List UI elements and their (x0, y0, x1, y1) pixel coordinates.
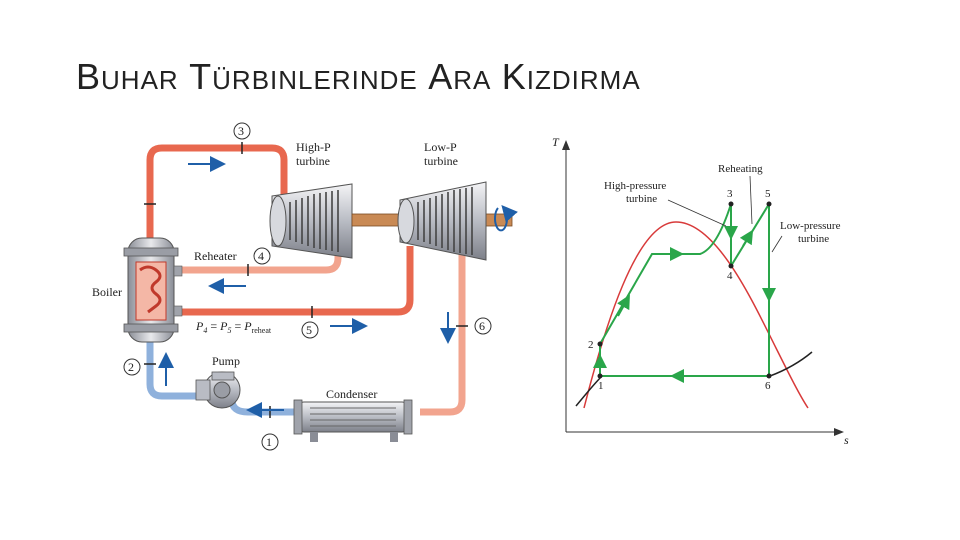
state-2-label: 2 (128, 360, 134, 374)
low-p-turbine-label: Low-P turbine (424, 140, 459, 168)
hp-turbine-annotation: High-pressure turbine (604, 180, 669, 205)
ts-state-5: 5 (765, 188, 771, 200)
ts-diagram: T s (552, 135, 849, 447)
ts-state-1: 1 (598, 380, 604, 392)
pressure-equation: P4 = P5 = Preheat (195, 319, 272, 335)
reheated-pipe-5 (178, 246, 414, 316)
boiler (123, 237, 183, 343)
schematic: 3 4 5 6 2 1 High-P turbine Low-P turbine… (92, 122, 518, 451)
isobar-high (769, 351, 813, 377)
condenser-label: Condenser (326, 387, 377, 401)
state-6-label: 6 (479, 319, 485, 333)
feedwater-pipe-2 (146, 342, 200, 400)
ts-state-2: 2 (588, 339, 594, 351)
cycle-path (599, 203, 770, 377)
steam-pipe-3 (146, 144, 288, 238)
state-4-label: 4 (258, 249, 264, 263)
boiler-label: Boiler (92, 285, 122, 299)
page-title: BUHAR TÜRBINLERINDE ARA KIZDIRMA (76, 56, 641, 97)
lp-turbine-annotation: Low-pressure turbine (780, 220, 843, 245)
pump-label: Pump (212, 354, 240, 368)
rotation-arrow-icon (494, 204, 518, 232)
high-p-turbine-label: High-P turbine (296, 140, 333, 168)
exhaust-pipe-6 (420, 246, 466, 416)
ts-state-4: 4 (727, 270, 733, 282)
pump (195, 371, 241, 409)
ts-state-6: 6 (765, 380, 771, 392)
reheater-label: Reheater (194, 249, 237, 263)
high-p-turbine (269, 183, 353, 259)
reheating-annotation: Reheating (718, 163, 763, 175)
t-axis-label: T (552, 135, 560, 149)
low-p-turbine (397, 181, 487, 261)
s-axis-label: s (844, 433, 849, 447)
state-3-label: 3 (238, 124, 244, 138)
state-5-label: 5 (306, 323, 312, 337)
state-1-label: 1 (266, 435, 272, 449)
reheater-pipe-4 (178, 246, 342, 274)
condenser (293, 399, 413, 442)
ts-state-3: 3 (727, 188, 733, 200)
turbine-shaft (351, 213, 405, 227)
